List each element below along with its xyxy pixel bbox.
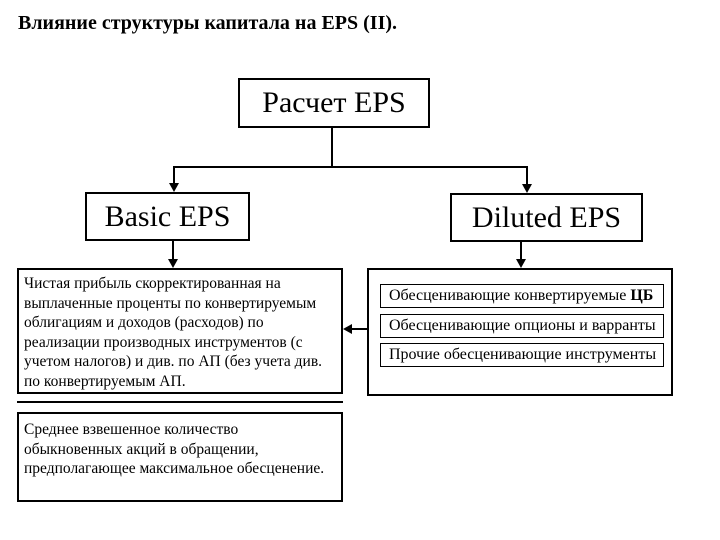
diluted-eps-label: Diluted EPS <box>471 200 622 234</box>
arrowhead-to-diluted-group <box>516 259 526 268</box>
diluted-instrument-item: Обесценивающие конвертируемые ЦБ <box>380 284 664 308</box>
diluted-instrument-item: Обесценивающие опционы и варранты <box>380 314 664 338</box>
diluted-eps-box: Diluted EPS <box>450 193 643 242</box>
arrowhead-to-numerator-side <box>343 324 352 334</box>
raschet-eps-label: Расчет EPS <box>262 86 406 119</box>
weighted-shares-box: Среднее взвешенное количество обыкновенн… <box>17 412 343 502</box>
diluted-instrument-label: Прочие обесценивающие инструменты <box>389 346 657 363</box>
basic-eps-box: Basic EPS <box>85 192 250 241</box>
diluted-instruments-group-box: Обесценивающие конвертируемые ЦБ Обесцен… <box>367 268 673 396</box>
division-line <box>17 401 343 403</box>
connector-drop-basic <box>173 166 175 184</box>
basic-eps-label: Basic EPS <box>104 199 231 233</box>
page-title: Влияние структуры капитала на EPS (II). <box>18 12 398 34</box>
connector-basic-stem <box>172 240 174 260</box>
arrowhead-to-basic <box>169 183 179 192</box>
diluted-instrument-label: Обесценивающие опционы и варранты <box>389 317 656 334</box>
connector-group-to-numerator <box>352 328 367 330</box>
connector-branch-horizontal <box>173 166 528 168</box>
diluted-instrument-label-bold: ЦБ <box>630 287 654 304</box>
diluted-instrument-label: Обесценивающие конвертируемые <box>389 287 631 304</box>
connector-root-stem <box>331 128 333 168</box>
diluted-instrument-item: Прочие обесценивающие инструменты <box>380 343 664 367</box>
arrowhead-to-diluted <box>522 184 532 193</box>
net-profit-box: Чистая прибыль скорректированная на выпл… <box>17 268 343 394</box>
arrowhead-to-numerator <box>168 259 178 268</box>
connector-drop-diluted <box>526 166 528 185</box>
raschet-eps-box: Расчет EPS <box>238 78 430 128</box>
connector-diluted-stem <box>520 242 522 260</box>
